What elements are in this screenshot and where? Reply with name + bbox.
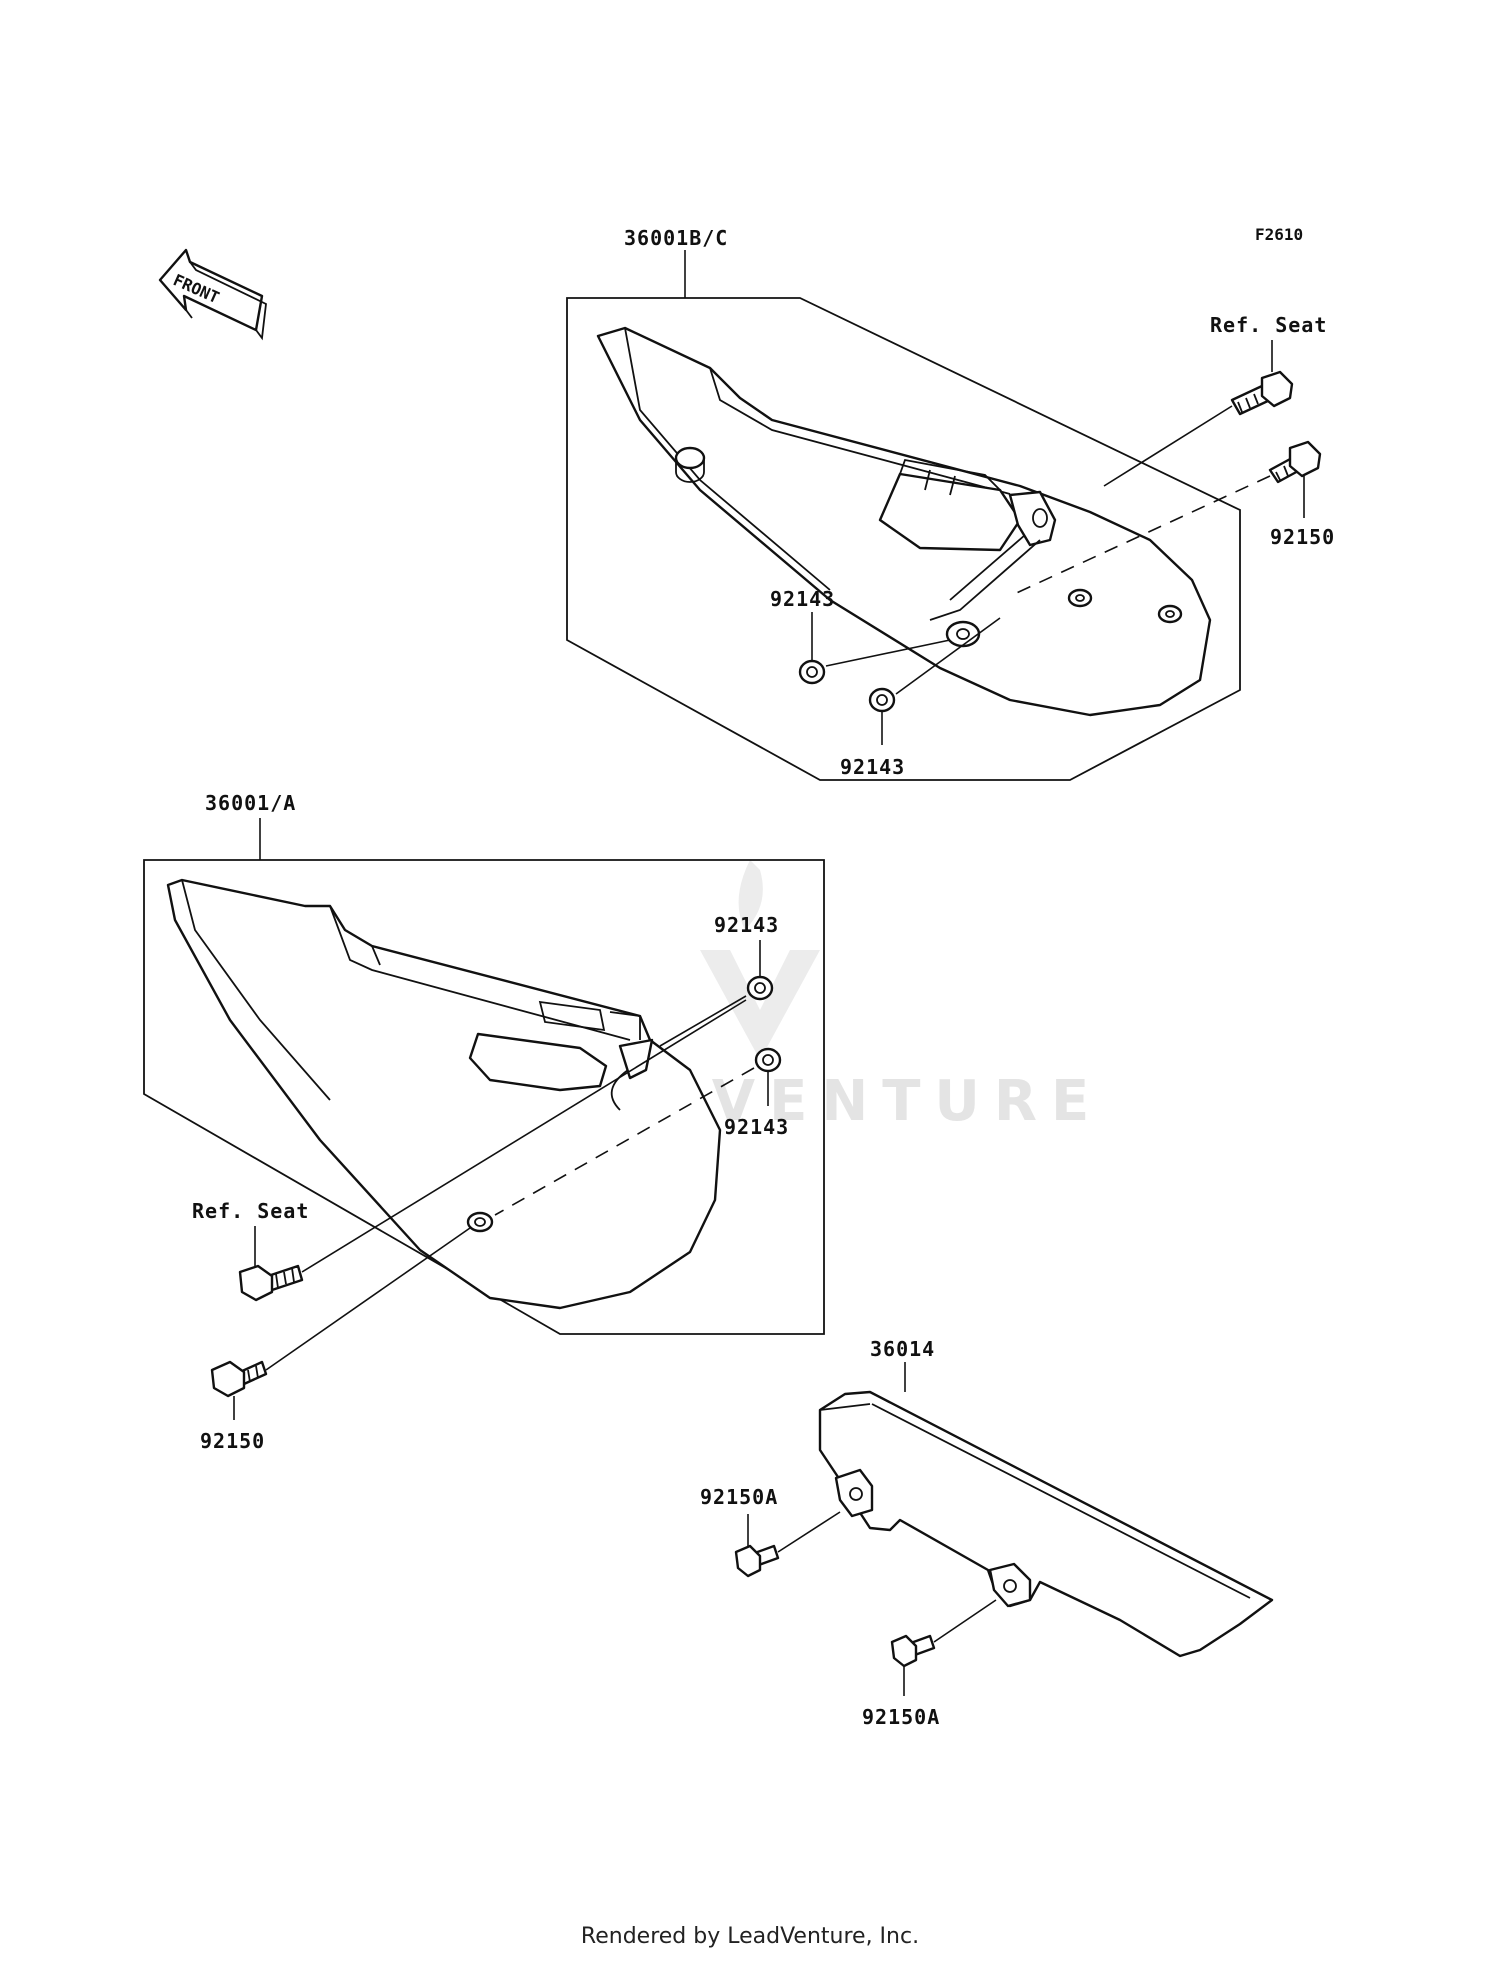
- chain-cover-group: 36014 92150A 92150A: [700, 1337, 1274, 1729]
- figure-code: F2610: [1255, 225, 1303, 244]
- label-92150-left: 92150: [200, 1429, 265, 1453]
- label-36014: 36014: [870, 1337, 935, 1361]
- bolt-92150a-a: [734, 1544, 780, 1578]
- label-36001bc: 36001B/C: [624, 226, 728, 250]
- footer-credit: Rendered by LeadVenture, Inc.: [580, 1924, 920, 1949]
- label-ref-seat-left: Ref. Seat: [192, 1199, 309, 1223]
- label-92143-top-b: 92143: [840, 755, 905, 779]
- bolt-ref-seat-top: [1230, 370, 1294, 416]
- bolt-92150-left: [210, 1360, 268, 1398]
- label-92143-left-a: 92143: [714, 913, 779, 937]
- label-92150a-b: 92150A: [862, 1705, 940, 1729]
- group-box-top: [566, 297, 1241, 781]
- side-cover-left-group: 36001/A 92143: [143, 791, 825, 1453]
- group-box-left: [143, 859, 825, 1335]
- washer-92143-top-b: [868, 687, 896, 713]
- label-92150-top: 92150: [1270, 525, 1335, 549]
- bolt-ref-seat-left: [238, 1264, 304, 1302]
- label-ref-seat-top: Ref. Seat: [1210, 313, 1327, 337]
- washer-92143-left-b: [754, 1047, 782, 1073]
- washer-92143-left-a: [746, 975, 774, 1001]
- label-92143-top-a: 92143: [770, 587, 835, 611]
- side-cover-right-group: 36001B/C: [566, 226, 1335, 781]
- washer-92143-top-a: [798, 659, 826, 685]
- bolt-92150-top: [1268, 440, 1322, 484]
- side-cover-right: [596, 326, 1212, 717]
- label-92150a-a: 92150A: [700, 1485, 778, 1509]
- bolt-92150a-b: [890, 1634, 936, 1668]
- side-cover-left: [166, 878, 722, 1310]
- label-36001a: 36001/A: [205, 791, 296, 815]
- chain-cover: [818, 1390, 1274, 1658]
- front-arrow-icon: FRONT: [158, 248, 267, 341]
- label-92143-left-b: 92143: [724, 1115, 789, 1139]
